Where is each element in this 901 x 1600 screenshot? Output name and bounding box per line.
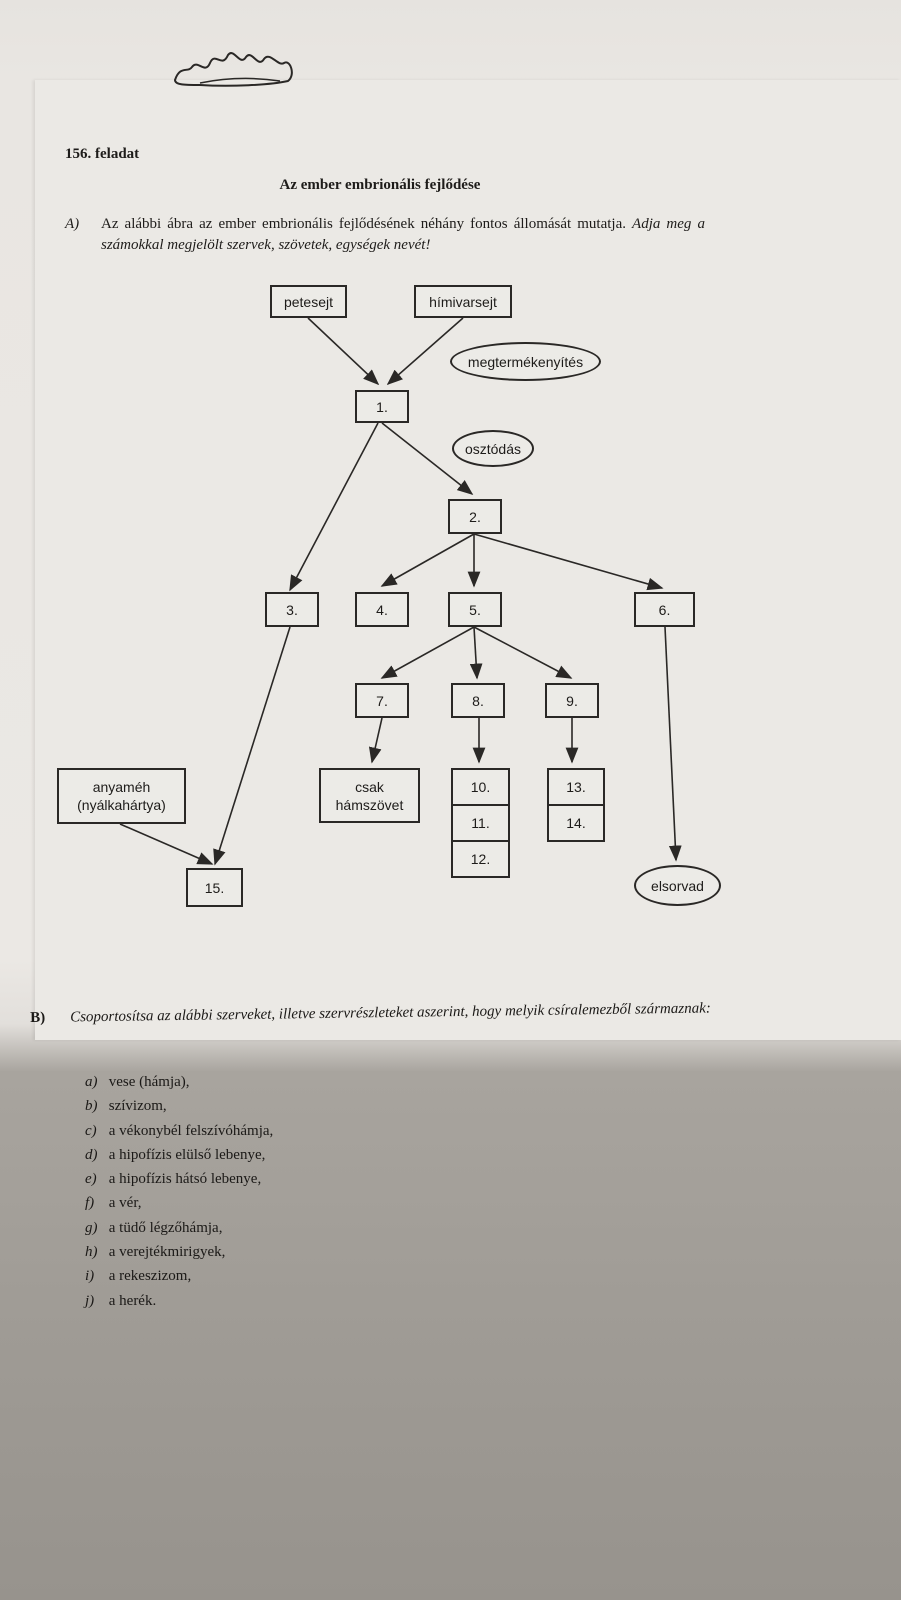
ornament-logo xyxy=(173,52,293,87)
page-title: Az ember embrionális fejlődése xyxy=(279,177,481,193)
box-1: 1. xyxy=(355,390,409,423)
box-10: 10. xyxy=(453,770,508,806)
oval-osztodas: osztódás xyxy=(452,430,534,467)
anyameh-line1: anyaméh xyxy=(92,779,151,795)
list-item: d) a hipofízis elülső lebenye, xyxy=(85,1146,266,1163)
arrow-petesejt-1 xyxy=(307,317,380,386)
arrow-6-elsorvad xyxy=(664,626,682,862)
box-5: 5. xyxy=(448,592,502,627)
task-number: 156. feladat xyxy=(65,146,140,162)
arrow-7-csak xyxy=(368,717,383,764)
box-8: 8. xyxy=(451,683,505,718)
part-a-instruction: A) Az alábbi ábra az ember embrionális f… xyxy=(65,214,705,256)
list-item: f) a vér, xyxy=(85,1195,142,1212)
list-item: c) a vékonybél felszívóhámja, xyxy=(85,1122,274,1139)
list-item: a) vese (hámja), xyxy=(85,1074,190,1090)
arrow-2-6 xyxy=(473,533,664,591)
paper-sheet xyxy=(35,80,901,1040)
arrow-1-2 xyxy=(381,422,474,495)
part-a-label: A) xyxy=(65,216,80,232)
box-12: 12. xyxy=(470,851,491,867)
box-himivarsejt: hímivarsejt xyxy=(414,285,512,318)
box-13: 13. xyxy=(549,770,603,806)
arrow-5-7 xyxy=(380,626,475,679)
box-2: 2. xyxy=(448,499,502,534)
arrow-3-15 xyxy=(213,626,291,866)
stack-13-14: 13. 14. xyxy=(547,768,605,842)
box-petesejt: petesejt xyxy=(270,285,347,318)
oval-elsorvad: elsorvad xyxy=(634,865,721,906)
arrow-5-8 xyxy=(469,626,483,680)
list-item: b) szívizom, xyxy=(85,1098,167,1115)
box-anyameh: anyaméh (nyálkahártya) xyxy=(57,768,186,824)
box-4: 4. xyxy=(355,592,409,627)
stack-10-12: 10. 11. 12. xyxy=(451,768,510,878)
box-6: 6. xyxy=(634,592,695,627)
csak-line1: csak xyxy=(355,778,384,795)
list-item: g) a tüdő légzőhámja, xyxy=(85,1219,223,1236)
diagram-arrows xyxy=(119,317,682,866)
arrow-himivarsejt-1 xyxy=(386,317,464,386)
list-item: h) a verejtékmirigyek, xyxy=(85,1244,226,1261)
list-item: j) a herék. xyxy=(85,1292,157,1309)
box-9: 9. xyxy=(545,683,599,718)
box-14: 14. xyxy=(566,815,586,831)
part-b-label: B) xyxy=(30,1009,46,1026)
oval-megtermekenyites: megtermékenyítés xyxy=(450,342,601,381)
part-b-list: a) vese (hámja), b) szívizom, c) a vékon… xyxy=(85,1070,273,1313)
arrow-5-9 xyxy=(473,626,573,679)
box-csak-hamszovet: csak hámszövet xyxy=(319,768,420,823)
box-11: 11. xyxy=(453,806,508,842)
list-item: i) a rekeszizom, xyxy=(85,1268,192,1285)
anyameh-line2: (nyálkahártya) xyxy=(77,797,166,813)
part-a-text: Az alábbi ábra az ember embrionális fejl… xyxy=(101,216,626,232)
csak-line2: hámszövet xyxy=(335,796,404,813)
box-3: 3. xyxy=(265,592,319,627)
list-item: e) a hipofízis hátsó lebenye, xyxy=(85,1171,262,1188)
arrow-2-4 xyxy=(380,533,475,587)
arrow-anyameh-15 xyxy=(119,823,214,865)
box-15: 15. xyxy=(186,868,243,907)
box-7: 7. xyxy=(355,683,409,718)
part-a-task: Adja meg a számokkal megjelölt szervek, … xyxy=(101,216,705,253)
arrow-1-3 xyxy=(289,422,379,592)
